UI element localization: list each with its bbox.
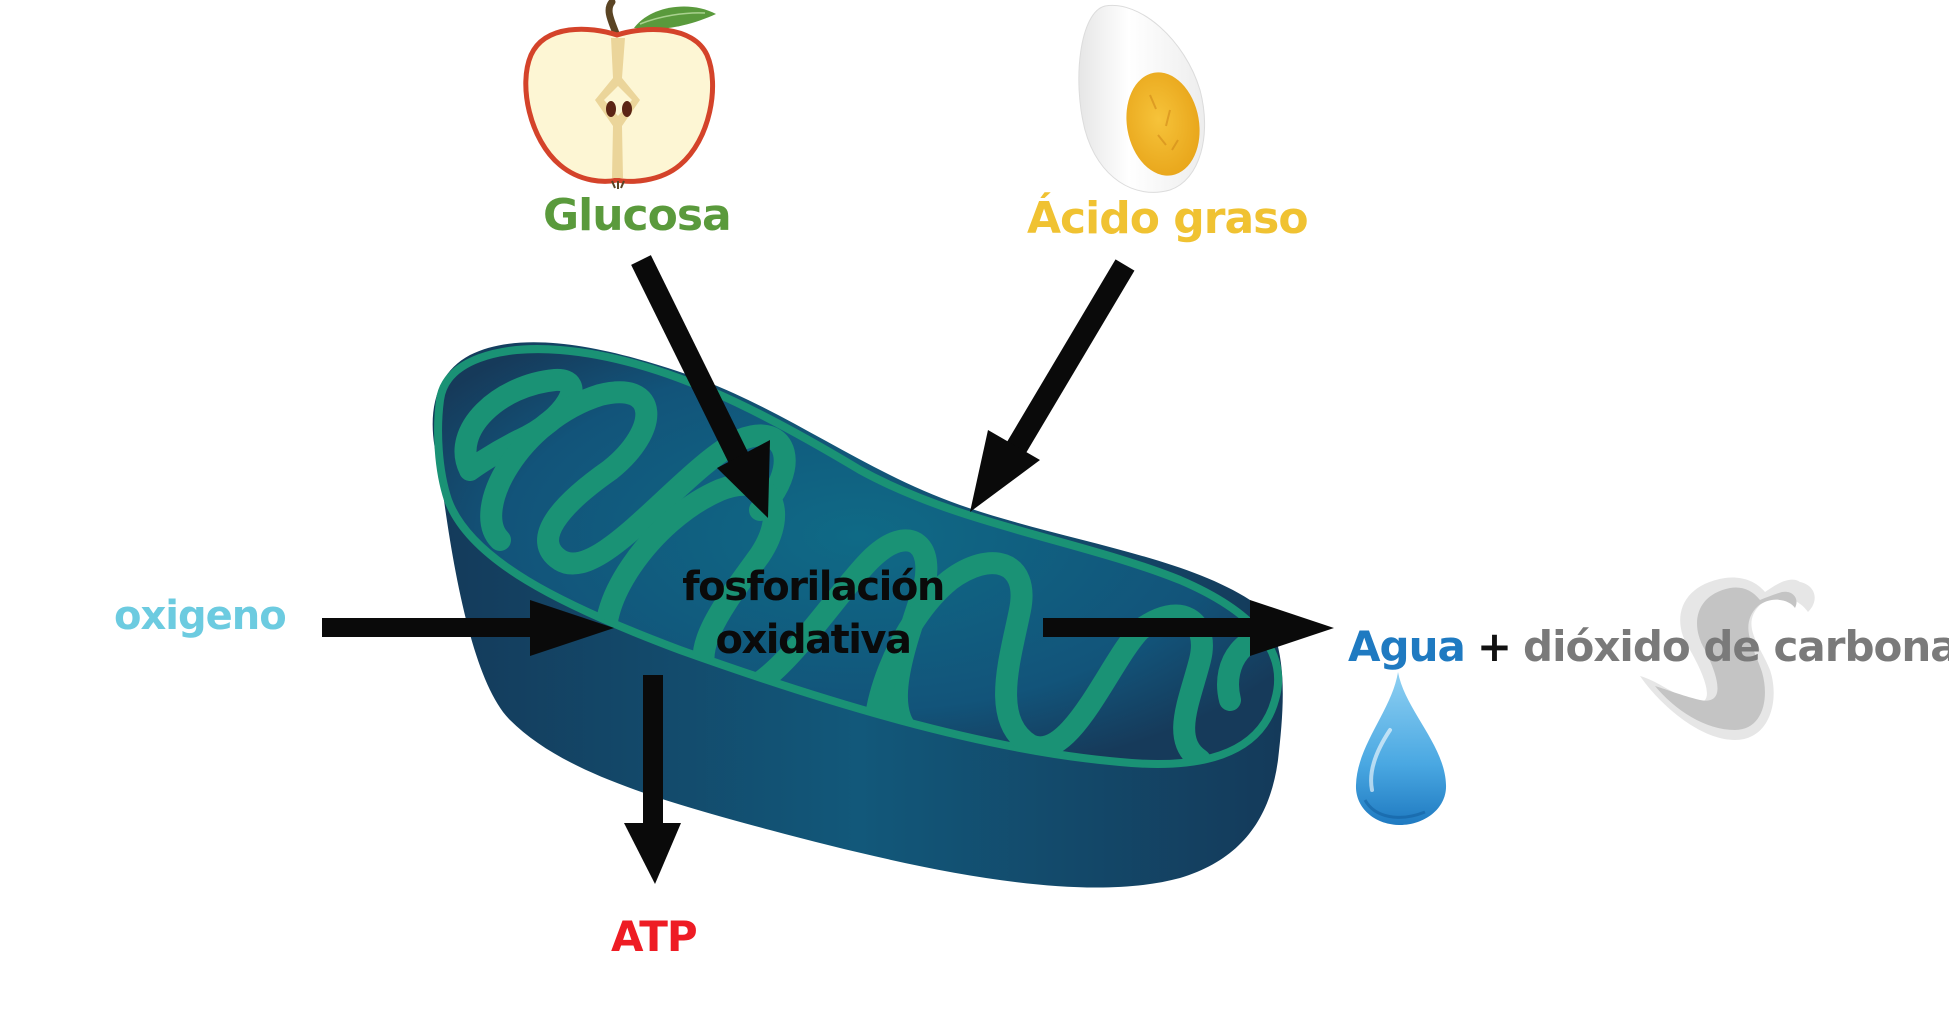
oxygen-label: oxigeno [114,593,287,639]
process-label: fosforilación oxidativa [682,561,945,667]
arrow-products-out [1043,600,1334,656]
process-label-line1: fosforilación [682,564,945,610]
arrow-glucose-in [631,255,770,518]
plus-sign: + [1476,622,1512,671]
arrow-atp-out [624,675,681,884]
co2-label: dióxido de carbona [1523,622,1949,671]
glucose-label: Glucosa [543,190,732,241]
smoke-icon [1640,577,1815,740]
arrow-oxygen-in [322,600,614,656]
apple-half-icon [523,0,716,189]
boiled-egg-icon [1078,4,1206,193]
products-label: Agua+dióxido de carbona [1348,626,1949,668]
water-drop-icon [1355,672,1447,825]
water-label: Agua [1348,622,1466,671]
process-label-line2: oxidativa [715,617,912,663]
fatty-acid-label: Ácido graso [1027,193,1309,244]
atp-label: ATP [611,912,698,961]
arrow-fatty-acid-in [970,259,1135,512]
